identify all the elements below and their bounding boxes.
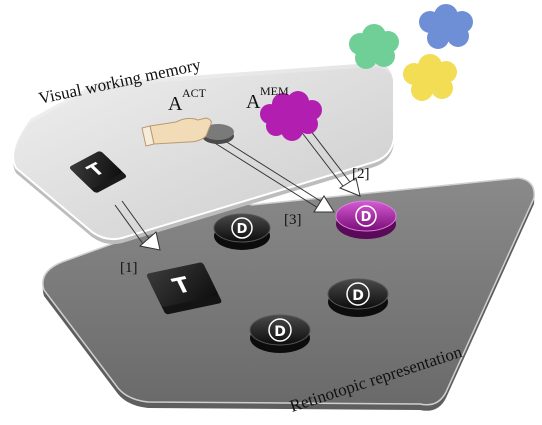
arrow-3-label: [3] <box>284 212 302 228</box>
distractor-puck-1: D <box>213 213 271 250</box>
distractor-letter: D <box>237 222 248 237</box>
retinal-target-square: T <box>146 262 222 315</box>
arrow-1 <box>114 200 161 251</box>
retinotopic-plane <box>42 177 535 411</box>
memory-cloud-magenta <box>260 91 322 141</box>
cloud-green <box>349 24 399 69</box>
a-mem-base: A <box>246 91 261 113</box>
arrow-3 <box>209 133 335 213</box>
distractor-puck-3: D <box>249 314 311 353</box>
distractor-letter: D <box>274 324 286 340</box>
a-act-label: A ACT <box>168 86 207 115</box>
a-act-sup: ACT <box>182 86 207 100</box>
a-act-base: A <box>168 93 183 115</box>
memory-target-square: T <box>69 151 127 193</box>
a-mem-sup: MEM <box>260 84 289 98</box>
hand-icon <box>141 117 234 147</box>
cloud-yellow <box>403 54 457 101</box>
distractor-puck-2: D <box>327 278 389 317</box>
distractor-letter: D <box>352 288 364 304</box>
distractor-puck-magenta: D <box>335 200 397 239</box>
a-mem-label: A MEM <box>246 84 289 113</box>
arrow-2 <box>299 125 361 197</box>
arrow-1-label: [1] <box>120 260 138 276</box>
arrow-2-label: [2] <box>352 166 370 182</box>
cloud-blue <box>419 4 473 49</box>
distractor-letter: D <box>361 210 372 225</box>
